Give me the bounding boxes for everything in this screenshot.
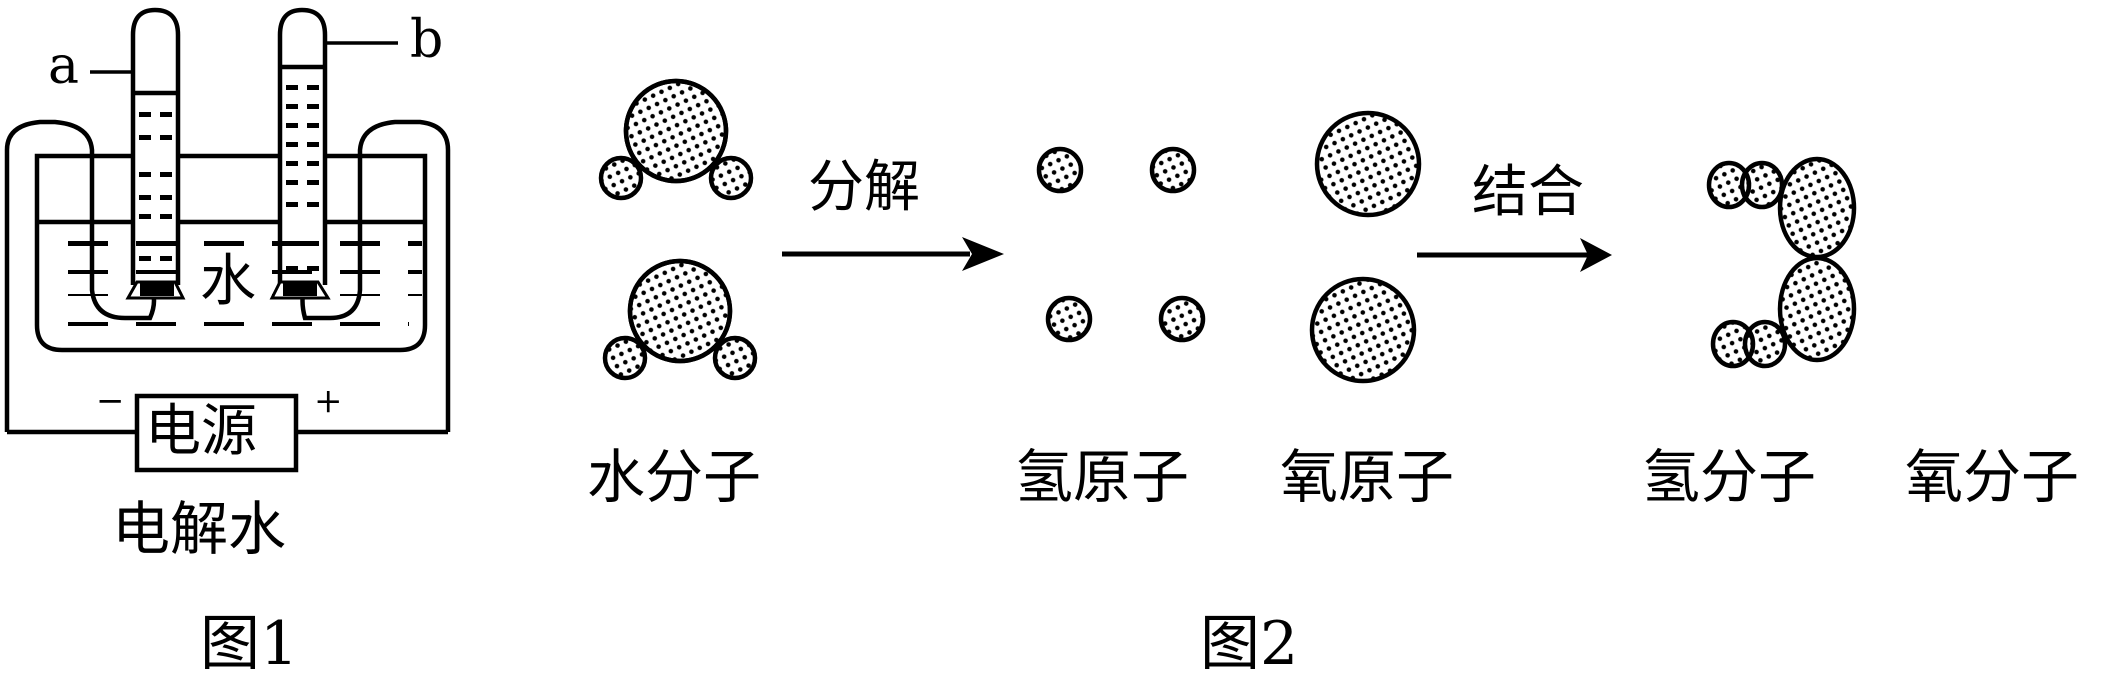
water-label: 水: [198, 249, 258, 314]
tube-a-label: a: [48, 36, 80, 96]
positive-terminal-sign: +: [314, 381, 343, 421]
hydrogen-molecule-label: 氢分子: [1642, 443, 1817, 511]
hydrogen-atom-label: 氢原子: [1015, 443, 1190, 511]
hydrogen-atom: [1158, 295, 1206, 343]
oxygen-molecule: [1777, 156, 1857, 363]
tube-b-label: b: [410, 10, 444, 70]
tube-a-water: [139, 112, 172, 261]
combine-label: 结合: [1472, 160, 1584, 225]
oxygen-atom: [1309, 276, 1417, 384]
oxygen-atom-label: 氧原子: [1280, 443, 1455, 511]
molecular-model: [598, 78, 1857, 384]
arrow-combine: [1417, 238, 1612, 272]
figure2-caption: 图2: [1200, 609, 1299, 679]
water-molecule-2: [602, 258, 758, 381]
arrow-decompose: [782, 237, 1004, 271]
wire-left: [4, 119, 157, 432]
water-molecule-label: 水分子: [587, 443, 762, 511]
tube-b: [277, 7, 328, 285]
oxygen-atom: [1314, 110, 1422, 218]
wire-right: [300, 119, 451, 432]
water-molecule-1: [598, 78, 754, 201]
hydrogen-atom: [1045, 295, 1093, 343]
hydrogen-atom: [1036, 146, 1084, 194]
hydrogen-molecule-1: [1706, 160, 1785, 210]
electrodes: [125, 280, 331, 300]
power-source-label: 电源: [145, 399, 257, 464]
tube-b-water: [286, 85, 319, 271]
electrolysis-apparatus: [4, 7, 451, 435]
figure1-caption: 图1: [200, 609, 299, 679]
power-source-box: [134, 393, 299, 473]
hydrogen-atom: [1149, 146, 1197, 194]
figure1-title: 电解水: [112, 495, 287, 563]
negative-terminal-sign: −: [96, 381, 125, 421]
beaker: [34, 153, 428, 353]
oxygen-molecule-label: 氧分子: [1905, 443, 2080, 511]
decompose-label: 分解: [808, 155, 920, 220]
hydrogen-molecule-2: [1710, 319, 1788, 369]
